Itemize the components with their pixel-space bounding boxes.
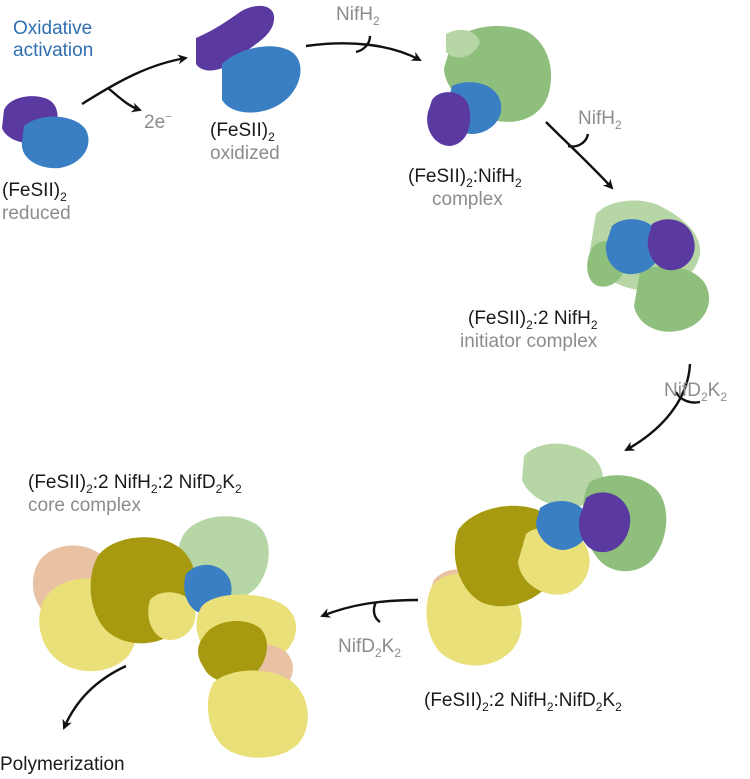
arrow-nifh-binding-1 [305,42,422,62]
fesii-blue-subunit [605,219,662,275]
nifh-input-label-1: NifH2 [336,4,380,28]
complex1-sub2: 2 [514,176,522,190]
fesii-purple-subunit [196,5,275,71]
core-sub3: 2 [215,482,223,496]
core-complex-structure [32,516,308,758]
fesii-purple-subunit [578,492,631,553]
electrons-main: 2e [144,112,166,133]
reduced-label: (FeSII)2 reduced [2,180,71,225]
fesii-oxidized-structure [196,5,301,113]
input2-main: NifH [578,108,615,129]
input4-b: K [381,636,395,657]
input3-b: K [707,380,721,401]
intermediate-a: (FeSII) [424,690,483,711]
arrow-polymerization [62,664,127,730]
polymerization-label: Polymerization [0,754,125,775]
intermediate-b: :2 NifH [488,690,547,711]
arrow-nifd-binding-1 [624,363,692,452]
input3-sub2: 2 [720,390,728,404]
initiator-sub1: 2 [526,318,533,332]
core-state: core complex [28,495,141,516]
complex1-b: :NifH [472,166,515,187]
nifd-input-label-1: NifD2K2 [664,380,728,404]
complex1-label: (FeSII)2:NifH2 complex [408,166,522,211]
intermediate-c: :NifD [553,690,596,711]
fesii-purple-subunit [427,92,471,146]
input2-sub: 2 [614,118,622,132]
fesii-blue-subunit [222,46,301,113]
oxidized-state: oxidized [210,143,280,164]
core-d: K [222,472,235,493]
oxidized-label: (FeSII)2 oxidized [210,120,280,165]
core-complex-label: (FeSII)2:2 NifH2:2 NifD2K2 core complex [28,472,242,517]
arrow-nifd-input-1 [674,391,701,404]
nifh-green-subunit [634,266,710,332]
arrow-nifh-input-2 [567,133,590,148]
reduced-state: reduced [2,203,71,224]
nifh-light-green-subunit [522,443,603,507]
input3-a: NifD [664,380,701,401]
electrons-sup: − [165,111,172,123]
arrow-oxidation [81,54,188,106]
core-c: :2 NifD [157,472,216,493]
initiator-b: :2 NifH [532,308,591,329]
reduced-sub: 2 [60,190,67,204]
initiator-complex-structure [587,200,710,332]
core-sub1: 2 [86,482,93,496]
input3-sub1: 2 [700,390,708,404]
intermediate-sub3: 2 [595,700,603,714]
intermediate-sub2: 2 [546,700,554,714]
intermediate-complex-structure [426,443,667,666]
initiator-sub2: 2 [590,318,598,332]
initiator-a: (FeSII) [468,308,527,329]
fesii-nifh-complex-structure [427,26,552,146]
arrow-electron-release [107,87,142,113]
complex1-a: (FeSII) [408,166,467,187]
arrow-nifh-input-1 [355,35,372,54]
oxidized-sub: 2 [268,130,275,144]
input4-a: NifD [338,636,375,657]
oxidized-name: (FeSII) [210,120,269,141]
input4-sub2: 2 [394,646,402,660]
fesii-blue-subunit [21,116,89,169]
arrow-nifd-binding-2 [320,598,419,618]
complex1-state: complex [432,189,503,210]
input1-sub: 2 [372,14,380,28]
oxidative-label-line2: activation [13,40,94,61]
nifd-input-label-2: NifD2K2 [338,636,402,660]
arrows [62,35,701,730]
fesii-purple-subunit [647,219,695,271]
nifk-yellow-subunit [148,592,196,640]
intermediate-sub4: 2 [615,700,622,714]
input4-sub1: 2 [374,646,382,660]
arrow-nifd-input-2 [372,601,381,623]
complex1-sub1: 2 [466,176,473,190]
fesii-reduced-structure [2,96,89,169]
arrow-nifh-binding-2 [545,121,614,190]
intermediate-d: K [602,690,616,711]
nifh-input-label-2: NifH2 [578,108,622,132]
intermediate-label: (FeSII)2:2 NifH2:NifD2K2 [424,690,622,714]
intermediate-sub1: 2 [482,700,489,714]
oxidative-activation-label: Oxidative activation [13,18,93,62]
nifh-light-green-subunit [446,29,480,58]
nifk-yellow-subunit [207,670,308,758]
nifd-olive-subunit [198,621,267,683]
core-a: (FeSII) [28,472,87,493]
electrons-label: 2e− [144,111,172,136]
core-sub2: 2 [150,482,158,496]
initiator-label: (FeSII)2:2 NifH2 initiator complex [460,308,598,353]
fesii-blue-subunit [536,501,590,550]
core-sub4: 2 [234,482,242,496]
oxidative-label-line1: Oxidative [13,18,93,39]
reduced-name: (FeSII) [2,180,61,201]
input1-main: NifH [336,4,373,25]
initiator-state: initiator complex [460,331,598,352]
core-b: :2 NifH [92,472,151,493]
